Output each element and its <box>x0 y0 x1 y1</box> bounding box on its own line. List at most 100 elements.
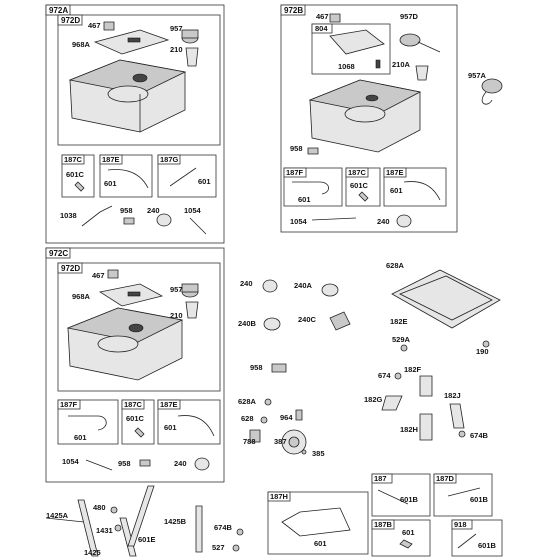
svg-text:958: 958 <box>290 144 303 153</box>
tie-1054-c <box>85 459 113 471</box>
bottom-parts: 187H 601 187 601B 187D 601B 187B 601 918… <box>45 473 503 557</box>
svg-text:601: 601 <box>198 177 211 186</box>
fuel-cap-957A-group: 957A <box>468 71 503 105</box>
svg-text:187B: 187B <box>374 520 393 529</box>
svg-text:1425: 1425 <box>84 548 101 557</box>
svg-text:958: 958 <box>250 363 263 372</box>
clamp-601C-b <box>358 191 369 202</box>
svg-text:601C: 601C <box>66 170 85 179</box>
lead-1425A <box>45 517 85 523</box>
svg-text:957: 957 <box>170 24 183 33</box>
subgroup-187G-a-frame <box>157 154 217 198</box>
subgroup-187D-frame <box>433 473 493 517</box>
screw-628 <box>260 416 268 424</box>
group-972B-frame <box>280 4 458 233</box>
svg-text:601: 601 <box>104 179 117 188</box>
subgroup-918-frame <box>451 519 503 557</box>
bracket-182J <box>449 403 465 429</box>
subgroup-187F-c-frame <box>57 399 119 445</box>
svg-text:1431: 1431 <box>96 526 113 535</box>
fuel-line-601-h <box>281 507 351 537</box>
svg-text:187C: 187C <box>64 155 83 164</box>
svg-text:210A: 210A <box>392 60 411 69</box>
svg-text:240B: 240B <box>238 319 257 328</box>
clamp-601C-c <box>134 427 145 438</box>
subgroup-187E-b-frame <box>383 167 447 207</box>
svg-text:187E: 187E <box>102 155 120 164</box>
fuel-pump-387 <box>281 429 307 455</box>
subgroup-804-frame <box>311 23 391 75</box>
svg-text:601B: 601B <box>478 541 497 550</box>
clamp-240A <box>321 283 339 297</box>
subgroup-187-frame <box>371 473 431 517</box>
screw-480 <box>110 506 118 514</box>
tube-601E <box>195 505 203 553</box>
subgroup-972D-c-label: 972D <box>61 264 80 273</box>
fuel-line-601-c1 <box>68 415 107 431</box>
bracket-182H <box>419 413 433 441</box>
svg-text:958: 958 <box>120 206 133 215</box>
cover-804 <box>329 29 385 55</box>
clamp-240B <box>263 317 281 331</box>
subgroup-972D-a-frame <box>57 14 221 146</box>
fuel-line-601-a2 <box>169 167 197 187</box>
svg-text:210: 210 <box>170 45 183 54</box>
svg-text:674B: 674B <box>470 431 489 440</box>
fuel-line-601B-3 <box>457 533 477 549</box>
svg-text:601: 601 <box>402 528 415 537</box>
group-972B-label: 972B <box>284 6 303 15</box>
valve-958-a <box>123 217 135 225</box>
svg-text:210: 210 <box>170 311 183 320</box>
screw-674 <box>394 372 402 380</box>
svg-text:1054: 1054 <box>184 206 202 215</box>
svg-text:187F: 187F <box>60 400 78 409</box>
svg-text:182G: 182G <box>364 395 383 404</box>
fuel-filter-210-c <box>185 301 199 319</box>
svg-text:1038: 1038 <box>60 211 77 220</box>
svg-text:187H: 187H <box>270 492 288 501</box>
svg-text:529A: 529A <box>392 335 411 344</box>
filter-240C <box>329 311 351 331</box>
subgroup-187B-frame <box>371 519 431 557</box>
svg-text:1425B: 1425B <box>164 517 187 526</box>
valve-958-c <box>139 459 151 467</box>
cap-467-a <box>103 21 115 31</box>
svg-text:1054: 1054 <box>290 217 308 226</box>
screw-674B-r <box>458 430 466 438</box>
fuel-line-601-a1 <box>107 169 149 189</box>
svg-text:182F: 182F <box>404 365 422 374</box>
bracket-assembly: 628A 182E 529A 190 674 182F 182J 182G 18… <box>364 261 501 441</box>
svg-text:628: 628 <box>241 414 254 423</box>
svg-text:957D: 957D <box>400 12 419 21</box>
svg-text:674B: 674B <box>214 523 233 532</box>
clamp-240-a <box>156 213 172 227</box>
tube-1425A <box>77 499 99 557</box>
svg-text:385: 385 <box>312 449 325 458</box>
fitting-964 <box>295 409 303 421</box>
svg-text:804: 804 <box>315 24 328 33</box>
bracket-788 <box>249 429 261 443</box>
tube-1425 <box>119 517 137 557</box>
svg-text:601: 601 <box>390 186 403 195</box>
svg-text:182E: 182E <box>390 317 408 326</box>
svg-text:187: 187 <box>374 474 387 483</box>
svg-text:788: 788 <box>243 437 256 446</box>
tie-1054-a <box>189 217 207 235</box>
fuel-cap-957D <box>399 33 421 47</box>
svg-text:1425A: 1425A <box>46 511 69 520</box>
subgroup-187F-b-frame <box>283 167 343 207</box>
subgroup-187E-a-frame <box>99 154 153 198</box>
clamp-240-m <box>262 279 278 293</box>
group-972C-frame <box>45 247 225 483</box>
screw-529A <box>400 344 408 352</box>
screw-1431 <box>114 524 122 532</box>
screw-628A-m <box>264 398 272 406</box>
svg-text:601: 601 <box>164 423 177 432</box>
svg-text:240A: 240A <box>294 281 313 290</box>
svg-text:957A: 957A <box>468 71 487 80</box>
svg-text:968A: 968A <box>72 40 91 49</box>
clamp-601C-a <box>74 181 85 192</box>
svg-text:958: 958 <box>118 459 131 468</box>
svg-text:527: 527 <box>212 543 225 552</box>
